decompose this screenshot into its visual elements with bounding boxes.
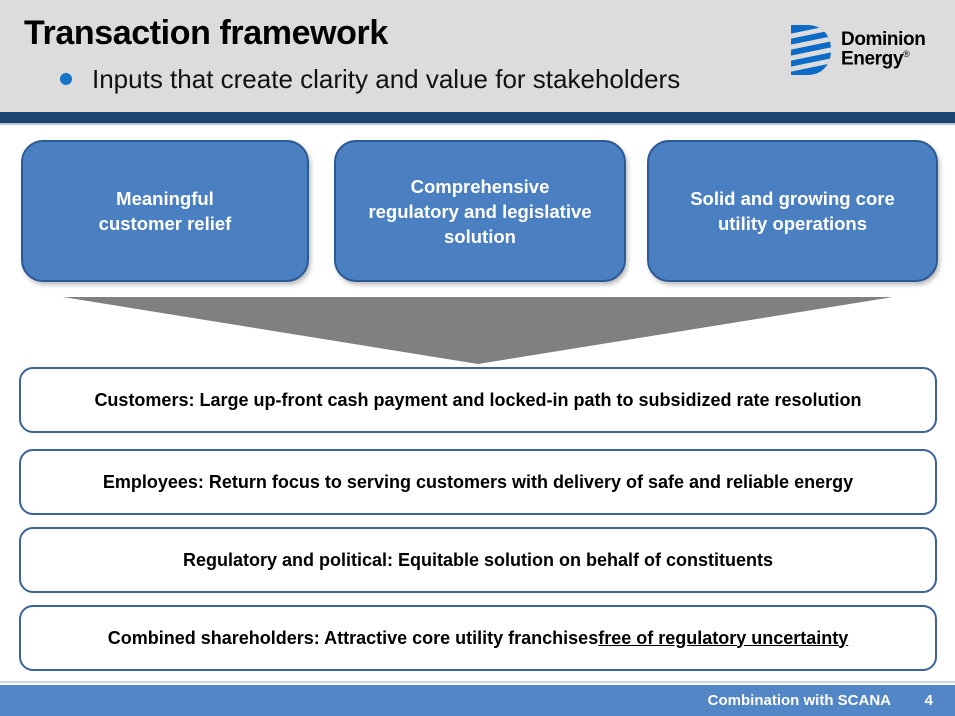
slide-footer: Combination with SCANA 4: [0, 685, 955, 716]
input-box-3[interactable]: Solid and growing core utility operation…: [647, 140, 938, 282]
outcome-box-4-label: Combined shareholders: Attractive core u…: [107, 627, 599, 648]
footer-page-number: 4: [924, 692, 933, 709]
page-subtitle: Inputs that create clarity and value for…: [92, 64, 681, 94]
outcome-box-4[interactable]: Combined shareholders: Attractive core u…: [19, 605, 937, 671]
input-box-2-label: Comprehensive regulatory and legislative…: [368, 175, 592, 247]
registered-mark-icon: ®: [903, 48, 910, 59]
dominion-energy-shield-icon: [789, 23, 833, 77]
logo-line-2-text: Energy: [841, 48, 904, 70]
logo-line-2: Energy®: [841, 48, 925, 70]
subtitle-row: Inputs that create clarity and value for…: [60, 64, 680, 94]
page-title: Transaction framework: [24, 14, 388, 52]
outcome-box-1[interactable]: Customers: Large up-front cash payment a…: [19, 367, 937, 433]
input-box-1-label: Meaningful customer relief: [98, 188, 232, 234]
bullet-dot-icon: [60, 73, 72, 85]
logo-wordmark: Dominion Energy®: [841, 29, 926, 70]
header-divider-rule: [0, 112, 955, 123]
outcome-box-3[interactable]: Regulatory and political: Equitable solu…: [19, 527, 937, 593]
outcome-box-3-label: Regulatory and political: Equitable solu…: [182, 549, 774, 570]
outcome-box-2-label: Employees: Return focus to serving custo…: [102, 471, 854, 492]
header-divider-rule-shadow: [0, 123, 955, 125]
outcome-box-2[interactable]: Employees: Return focus to serving custo…: [19, 449, 937, 515]
dominion-energy-logo: Dominion Energy®: [789, 22, 941, 78]
outcome-box-4-emphasis: free of regulatory uncertainty: [598, 627, 849, 648]
input-box-2[interactable]: Comprehensive regulatory and legislative…: [334, 140, 626, 282]
footer-hairline: [0, 681, 955, 683]
down-arrow-triangle-icon: [63, 297, 893, 364]
footer-deck-title: Combination with SCANA: [707, 692, 891, 709]
logo-line-1: Dominion: [841, 29, 926, 51]
outcome-box-1-label: Customers: Large up-front cash payment a…: [94, 389, 862, 410]
input-box-3-label: Solid and growing core utility operation…: [690, 188, 895, 234]
input-box-1[interactable]: Meaningful customer relief: [21, 140, 309, 282]
